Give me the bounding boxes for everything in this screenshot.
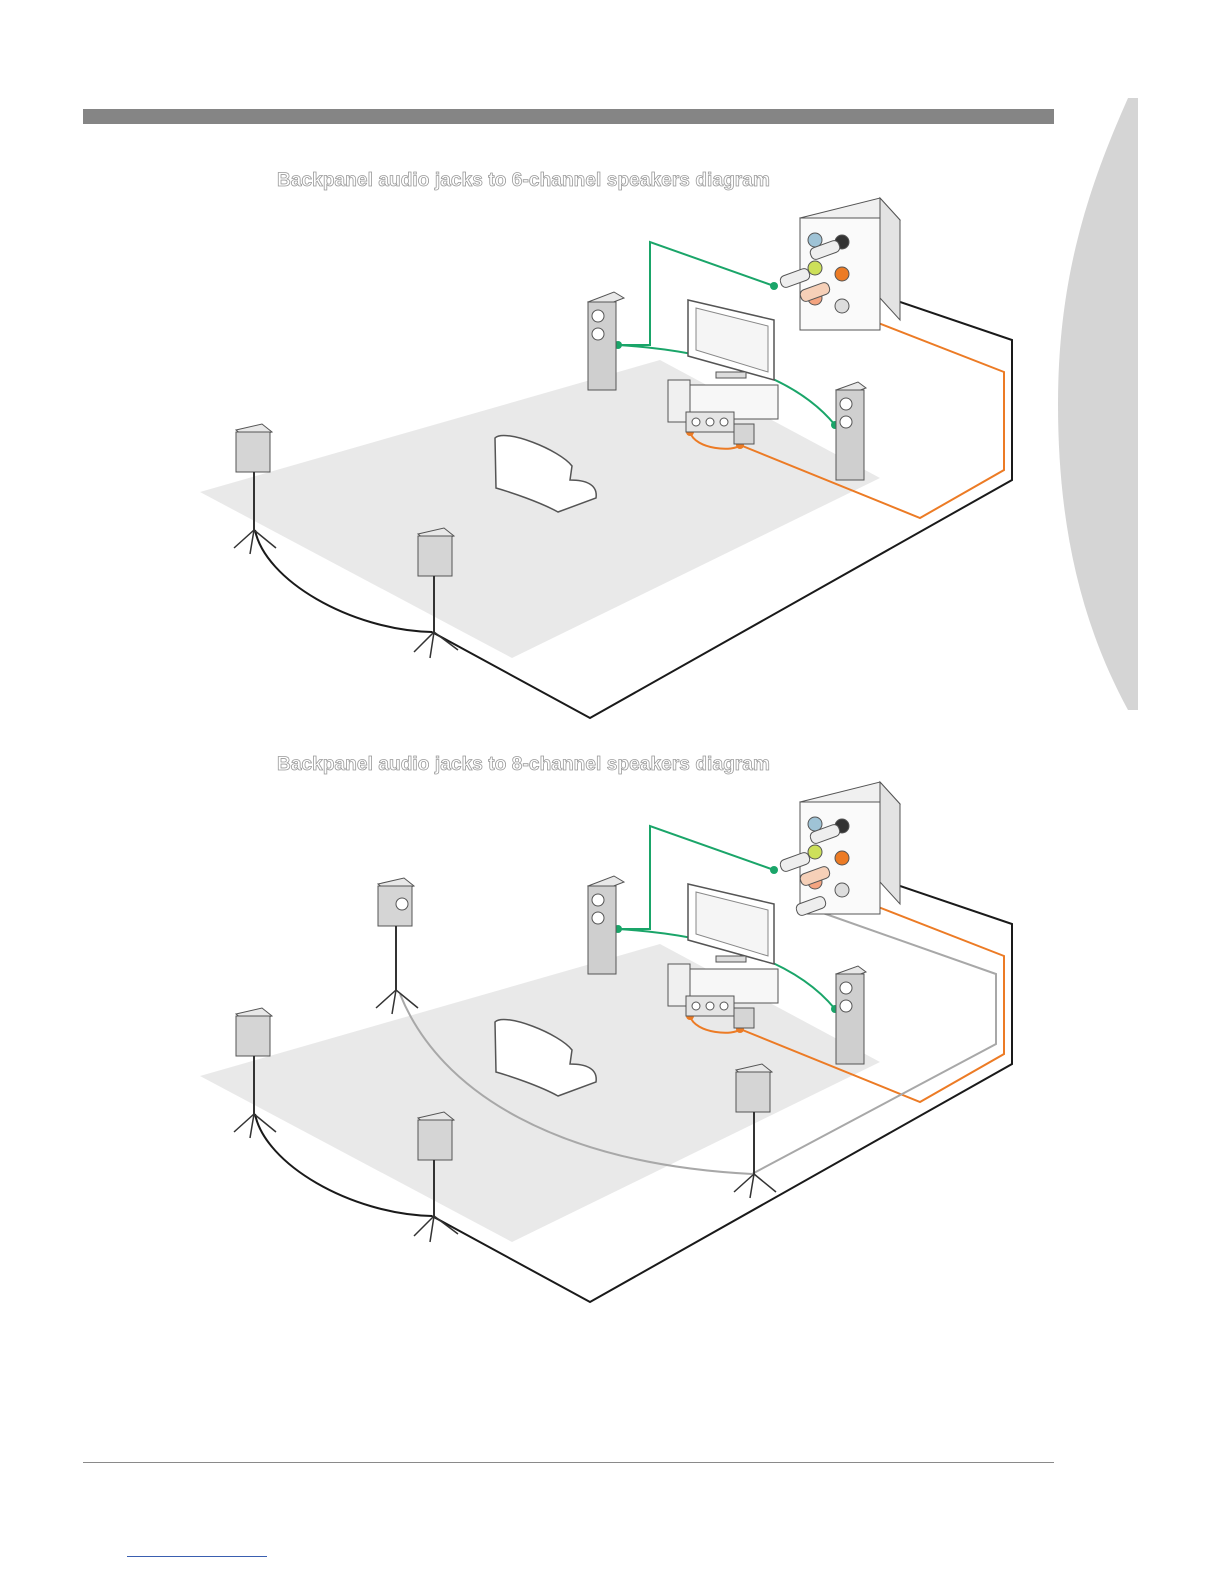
diagram-8ch [0, 764, 1224, 1364]
monitor-icon [688, 300, 774, 380]
subwoofer-icon [734, 424, 754, 444]
header-bar [83, 109, 1054, 124]
subwoofer-icon [734, 1008, 754, 1028]
front-jack-dot [770, 282, 778, 290]
center-speaker-icon [686, 996, 734, 1016]
center-speaker-icon [686, 412, 734, 432]
audio-jack-panel-icon [779, 198, 900, 330]
monitor-icon [688, 884, 774, 964]
footer-rule [83, 1462, 1054, 1463]
tower-speaker-icon [836, 382, 866, 480]
satellite-speaker-icon [376, 878, 418, 1014]
diagram-6ch [0, 180, 1224, 780]
tower-speaker-icon [836, 966, 866, 1064]
footer-link-underline [127, 1556, 267, 1557]
front-jack-dot [770, 866, 778, 874]
audio-jack-panel-icon [779, 782, 900, 917]
satellite-speaker-icon [734, 1064, 776, 1198]
